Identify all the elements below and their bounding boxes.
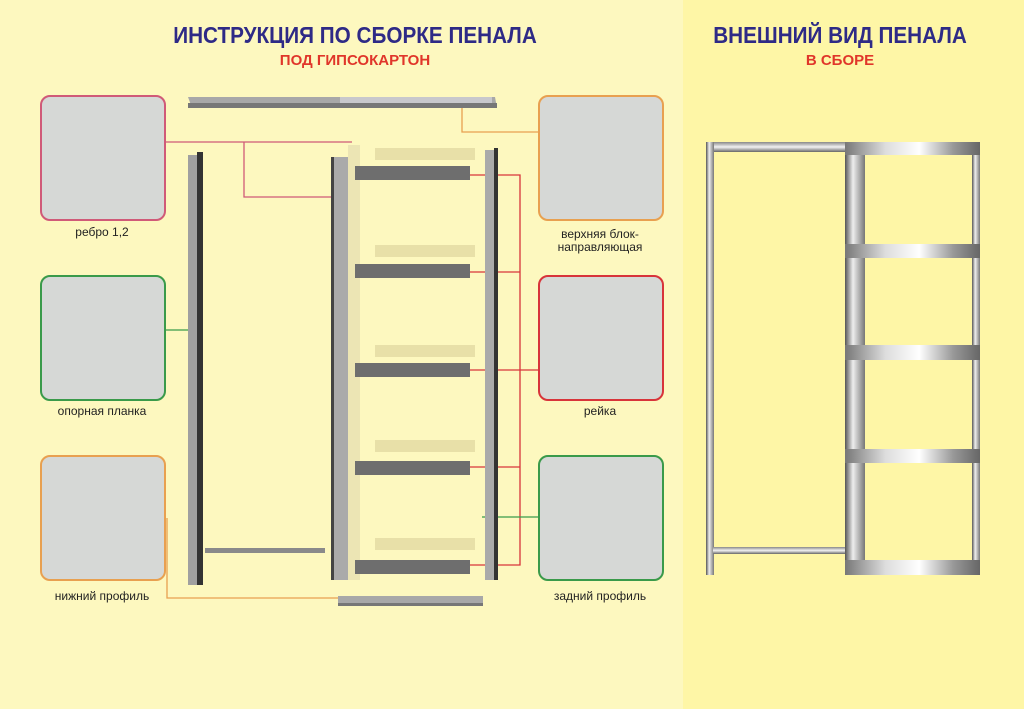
- top-guide-label-1: верхняя блок-: [561, 227, 639, 241]
- assembled-frame: [706, 142, 980, 575]
- rail-label: рейка: [583, 404, 617, 418]
- rail-photo: [538, 275, 664, 401]
- bottom-profile-photo: [40, 455, 166, 581]
- bottom-profile-rail: [338, 596, 483, 606]
- crossbars: [355, 148, 475, 574]
- top-guide-rail: [188, 97, 497, 108]
- instruction-title: ИНСТРУКЦИЯ ПО СБОРКЕ ПЕНАЛА: [173, 22, 537, 48]
- rib-photo: [40, 95, 166, 221]
- frame-right-post: [485, 148, 498, 580]
- assembled-subtitle: В СБОРЕ: [805, 52, 875, 69]
- bottom-profile-label: нижний профиль: [54, 589, 150, 603]
- rib-label: ребро 1,2: [75, 225, 129, 239]
- top-guide-photo: [538, 95, 664, 221]
- frame-left-post: [331, 145, 360, 580]
- support-plank-label: опорная планка: [57, 404, 147, 418]
- support-plank-photo: [40, 275, 166, 401]
- bottom-bar: [205, 548, 325, 553]
- assembled-title: ВНЕШНИЙ ВИД ПЕНАЛА: [713, 22, 967, 48]
- instruction-subtitle: ПОД ГИПСОКАРТОН: [279, 52, 431, 69]
- back-profile-photo: [538, 455, 664, 581]
- top-guide-label-2: направляющая: [557, 240, 643, 254]
- back-profile-label: задний профиль: [553, 589, 647, 603]
- support-plank: [188, 152, 203, 585]
